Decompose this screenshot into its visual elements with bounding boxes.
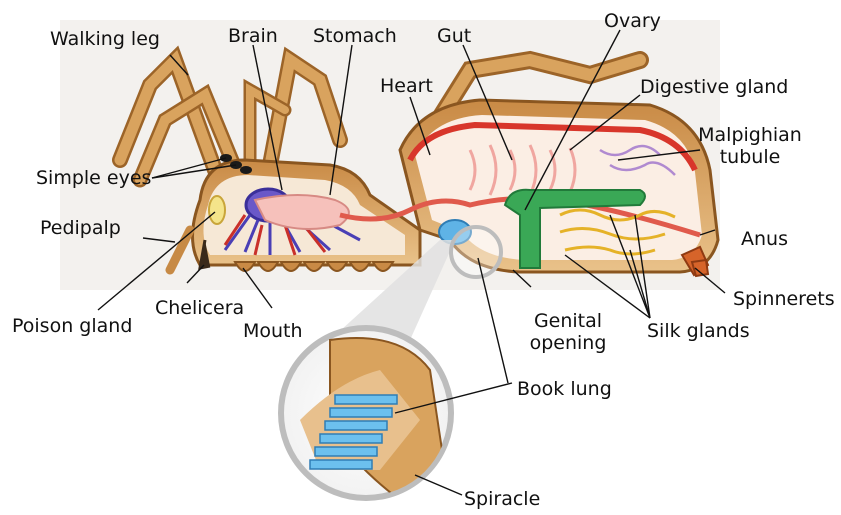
label-pedipalp: Pedipalp xyxy=(40,217,121,239)
label-simple-eyes: Simple eyes xyxy=(36,167,151,189)
magnifier-small-ring xyxy=(451,227,501,277)
label-brain: Brain xyxy=(228,25,278,47)
label-walking-leg: Walking leg xyxy=(50,28,160,50)
label-malpighian-line2: tubule xyxy=(690,146,810,168)
label-digestive-gland: Digestive gland xyxy=(640,76,788,98)
label-spiracle: Spiracle xyxy=(464,488,540,510)
label-ovary: Ovary xyxy=(604,10,661,32)
magnified-view xyxy=(281,328,451,500)
label-gut: Gut xyxy=(437,25,471,47)
label-genital-line1: Genital xyxy=(518,310,618,332)
label-silk-glands: Silk glands xyxy=(647,320,750,342)
label-mouth: Mouth xyxy=(243,320,303,342)
label-malpighian-tubule: Malpighian tubule xyxy=(690,124,810,168)
label-anus: Anus xyxy=(741,228,788,250)
label-book-lung: Book lung xyxy=(517,378,612,400)
label-genital-opening: Genital opening xyxy=(518,310,618,354)
poison-gland-art xyxy=(209,196,225,224)
label-heart: Heart xyxy=(380,75,433,97)
label-malpighian-line1: Malpighian xyxy=(690,124,810,146)
label-chelicera: Chelicera xyxy=(155,297,244,319)
label-poison-gland: Poison gland xyxy=(12,315,132,337)
label-spinnerets: Spinnerets xyxy=(733,288,835,310)
label-genital-line2: opening xyxy=(518,332,618,354)
label-stomach: Stomach xyxy=(313,25,397,47)
